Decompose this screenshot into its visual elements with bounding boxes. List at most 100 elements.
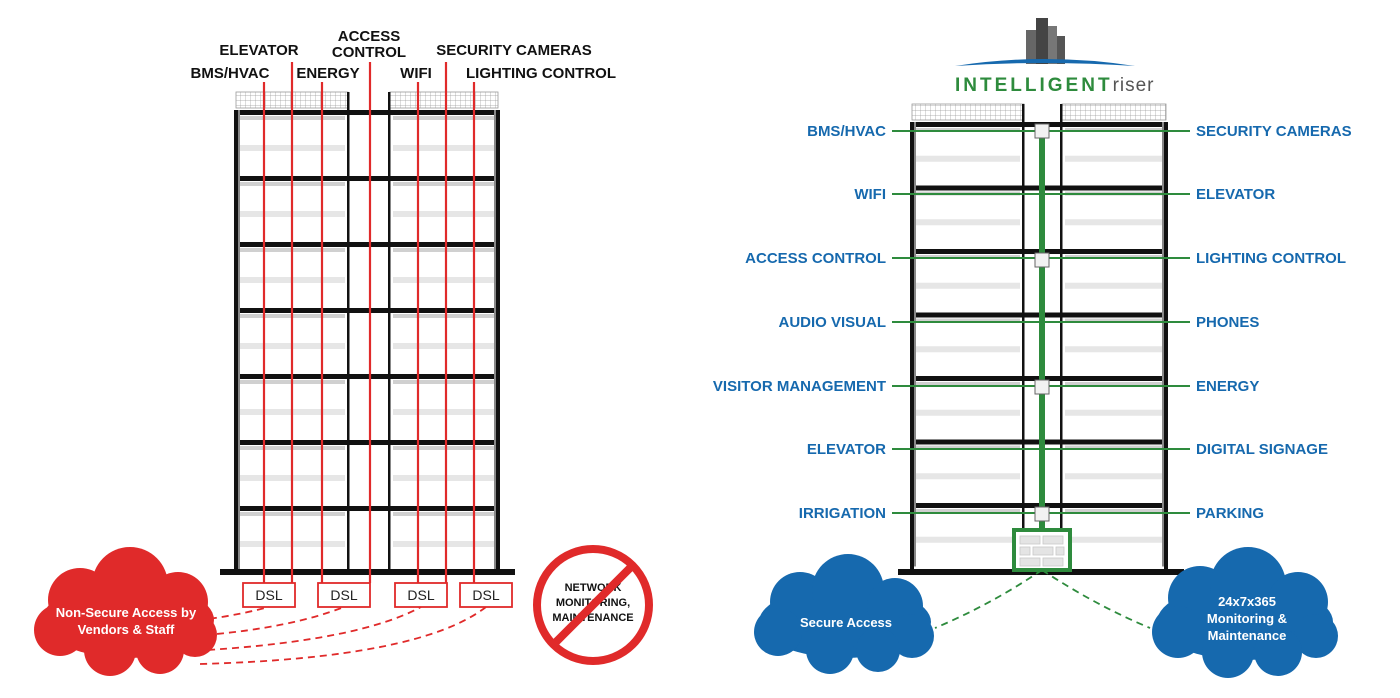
service-label-right: LIGHTING CONTROL xyxy=(1196,250,1346,267)
prohibition-slash xyxy=(550,562,636,648)
floor-interior xyxy=(916,536,1020,543)
green-riser xyxy=(1039,134,1045,530)
floor-interior xyxy=(1065,473,1162,480)
shaft-wall-right xyxy=(388,92,391,572)
green-floor-taps xyxy=(892,130,1190,514)
secure-hub xyxy=(1012,528,1072,572)
roof-railing-right xyxy=(389,91,499,109)
service-label-right: ELEVATOR xyxy=(1196,186,1275,203)
floor-interior xyxy=(916,155,1020,162)
roof-railing-right xyxy=(1061,103,1167,121)
column xyxy=(494,374,496,440)
floor-interior xyxy=(916,346,1020,353)
column xyxy=(1162,503,1164,567)
service-label-left: ACCESS CONTROL xyxy=(745,250,886,267)
label-bms-hvac: BMS/HVAC xyxy=(191,65,270,82)
column xyxy=(914,312,916,376)
slab-shadow xyxy=(916,509,1020,513)
column xyxy=(238,242,240,308)
floor-interior xyxy=(393,541,494,547)
label-elevator: ELEVATOR xyxy=(219,42,298,59)
column xyxy=(238,374,240,440)
floor-interior xyxy=(393,343,494,349)
dsl-box: DSL xyxy=(459,582,513,608)
column xyxy=(494,506,496,572)
floor-interior xyxy=(916,409,1020,416)
label-wifi: WIFI xyxy=(400,65,432,82)
slab-shadow xyxy=(1065,382,1162,386)
column xyxy=(494,110,496,176)
service-label-right: DIGITAL SIGNAGE xyxy=(1196,441,1328,458)
service-label-left: BMS/HVAC xyxy=(807,123,886,140)
column xyxy=(494,176,496,242)
shaft-wall-left xyxy=(347,92,350,572)
building-wall-right xyxy=(1164,122,1168,572)
cloud-text: Secure Access xyxy=(800,615,892,630)
column xyxy=(914,503,916,567)
floor-interior xyxy=(393,409,494,415)
left-diagram: ELEVATOR ACCESS CONTROL SECURITY CAMERAS… xyxy=(34,28,653,676)
dashed-link xyxy=(204,606,345,636)
floor-interior xyxy=(1065,346,1162,353)
cloud-text-line1: 24x7x365 xyxy=(1218,594,1276,609)
floor-slab xyxy=(234,242,500,247)
column xyxy=(1162,439,1164,503)
floor-interior xyxy=(393,277,494,283)
floor-interior xyxy=(916,282,1020,289)
intelligent-riser-logo: INTELLIGENTriser xyxy=(955,18,1154,96)
slab-shadow xyxy=(393,380,494,384)
building-wall-right xyxy=(496,110,500,572)
dsl-box-label: DSL xyxy=(255,587,282,603)
junction-box xyxy=(1034,379,1050,395)
prohibited-monitoring-sign: NETWORK MONITORING, MAINTENANCE xyxy=(533,545,653,665)
red-riser-lines xyxy=(262,62,476,583)
slab-shadow xyxy=(916,318,1020,323)
label-security-cameras: SECURITY CAMERAS xyxy=(436,42,592,59)
column xyxy=(494,242,496,308)
floor-slab xyxy=(234,374,500,379)
slab-shadow xyxy=(1065,445,1162,450)
slab-shadow xyxy=(393,314,494,318)
label-lighting-control: LIGHTING CONTROL xyxy=(466,65,616,82)
service-label-left: AUDIO VISUAL xyxy=(778,314,886,331)
floor-slab xyxy=(234,440,500,445)
service-label-right: SECURITY CAMERAS xyxy=(1196,123,1352,140)
slab-shadow xyxy=(916,382,1020,386)
building-wall-left xyxy=(910,122,914,572)
service-labels: BMS/HVAC SECURITY CAMERAS WIFI ELEVATOR ACCE… xyxy=(713,123,1352,522)
column xyxy=(494,440,496,506)
column xyxy=(1162,249,1164,313)
dashed-link xyxy=(1041,569,1151,629)
slab-shadow xyxy=(393,116,494,120)
column xyxy=(238,308,240,374)
cloud-text-line2: Vendors & Staff xyxy=(78,622,175,637)
label-access-control-line1: ACCESS xyxy=(338,28,401,45)
floor-slab xyxy=(234,506,500,511)
column xyxy=(238,110,240,176)
junction-box xyxy=(1034,506,1050,522)
column xyxy=(238,440,240,506)
service-label-left: WIFI xyxy=(854,186,886,203)
service-label-left: ELEVATOR xyxy=(807,441,886,458)
dashed-connections-right xyxy=(934,569,1151,629)
floor-interior xyxy=(393,475,494,481)
monitoring-maintenance-cloud: 24x7x365 Monitoring & Maintenance xyxy=(1152,547,1338,678)
service-label-right: PHONES xyxy=(1196,314,1259,331)
secure-access-cloud: Secure Access xyxy=(754,554,934,674)
junction-box xyxy=(1034,252,1050,268)
logo-text-bold: INTELLIGENT xyxy=(955,75,1113,96)
ground-line xyxy=(220,569,515,575)
column xyxy=(1162,122,1164,186)
junction-box xyxy=(1034,123,1050,139)
slab-shadow xyxy=(916,445,1020,450)
building-floors-left xyxy=(234,110,500,572)
sign-text-line3: MAINTENANCE xyxy=(552,612,633,624)
slab-shadow xyxy=(393,182,494,186)
label-energy: ENERGY xyxy=(296,65,359,82)
service-label-right: PARKING xyxy=(1196,505,1264,522)
service-label-left: VISITOR MANAGEMENT xyxy=(713,378,886,395)
dashed-connections-left xyxy=(197,606,487,665)
right-diagram: INTELLIGENTriser xyxy=(713,18,1352,678)
roof-railing-left xyxy=(911,103,1025,121)
